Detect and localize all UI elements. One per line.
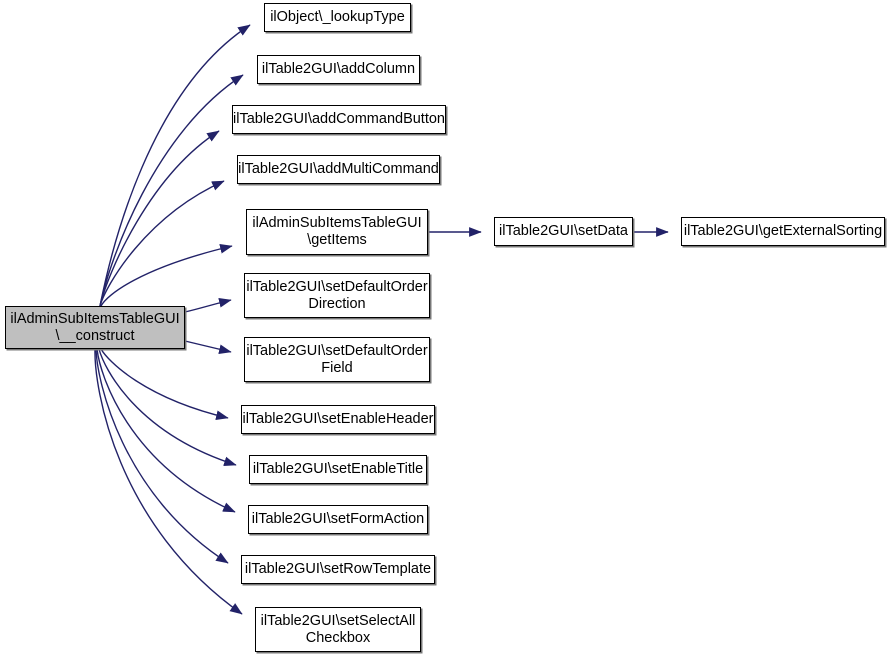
node-getExternalSort[interactable]: ilTable2GUI\getExternalSorting — [681, 217, 885, 246]
edge-root-to-getItems — [100, 244, 233, 307]
node-label-lookupType: ilObject\_lookupType — [270, 9, 405, 25]
node-addMultiCommand[interactable]: ilTable2GUI\addMultiCommand — [237, 155, 440, 184]
node-label-addColumn: ilTable2GUI\addColumn — [261, 61, 416, 77]
node-setDefOrderField[interactable]: ilTable2GUI\setDefaultOrder Field — [244, 337, 430, 382]
node-label-setEnableTitle: ilTable2GUI\setEnableTitle — [252, 461, 424, 477]
node-label-getItems: ilAdminSubItemsTableGUI \getItems — [252, 215, 422, 248]
node-label-setEnableHeader: ilTable2GUI\setEnableHeader — [242, 411, 434, 427]
node-label-getExternalSort: ilTable2GUI\getExternalSorting — [683, 223, 883, 239]
node-setRowTemplate[interactable]: ilTable2GUI\setRowTemplate — [241, 555, 435, 584]
node-root[interactable]: ilAdminSubItemsTableGUI \__construct — [5, 306, 185, 349]
node-setDefOrderDir[interactable]: ilTable2GUI\setDefaultOrder Direction — [244, 273, 430, 318]
edge-root-to-setDefOrderField — [184, 340, 232, 355]
edge-root-to-setSelectAll — [94, 348, 243, 615]
edge-root-to-addCommandButton — [99, 130, 220, 307]
node-label-root: ilAdminSubItemsTableGUI \__construct — [10, 310, 180, 344]
node-label-setRowTemplate: ilTable2GUI\setRowTemplate — [244, 561, 432, 577]
node-label-setFormAction: ilTable2GUI\setFormAction — [251, 511, 425, 527]
edge-root-to-setDefOrderDir — [184, 297, 232, 313]
edge-root-to-setRowTemplate — [95, 348, 229, 564]
node-label-setDefOrderField: ilTable2GUI\setDefaultOrder Field — [246, 342, 428, 376]
node-label-addCommandButton: ilTable2GUI\addCommandButton — [233, 111, 445, 127]
node-label-setData: ilTable2GUI\setData — [499, 223, 628, 239]
node-getItems[interactable]: ilAdminSubItemsTableGUI \getItems — [246, 209, 428, 255]
node-setData[interactable]: ilTable2GUI\setData — [494, 217, 633, 246]
node-label-setSelectAll: ilTable2GUI\setSelectAll Checkbox — [260, 612, 416, 646]
edge-root-to-setFormAction — [96, 348, 236, 513]
node-setFormAction[interactable]: ilTable2GUI\setFormAction — [248, 505, 428, 534]
edge-root-to-setEnableTitle — [98, 348, 237, 467]
edge-root-to-setEnableHeader — [100, 348, 229, 421]
node-label-addMultiCommand: ilTable2GUI\addMultiCommand — [238, 161, 439, 177]
node-lookupType[interactable]: ilObject\_lookupType — [264, 3, 411, 32]
node-setEnableHeader[interactable]: ilTable2GUI\setEnableHeader — [241, 405, 435, 434]
edge-root-to-addColumn — [99, 74, 244, 307]
node-setEnableTitle[interactable]: ilTable2GUI\setEnableTitle — [249, 455, 427, 484]
edge-root-to-lookupType — [99, 24, 251, 307]
node-addColumn[interactable]: ilTable2GUI\addColumn — [257, 55, 420, 84]
node-addCommandButton[interactable]: ilTable2GUI\addCommandButton — [232, 105, 446, 134]
edge-root-to-addMultiCommand — [99, 180, 225, 307]
node-setSelectAll[interactable]: ilTable2GUI\setSelectAll Checkbox — [255, 607, 421, 652]
node-label-setDefOrderDir: ilTable2GUI\setDefaultOrder Direction — [246, 278, 428, 312]
